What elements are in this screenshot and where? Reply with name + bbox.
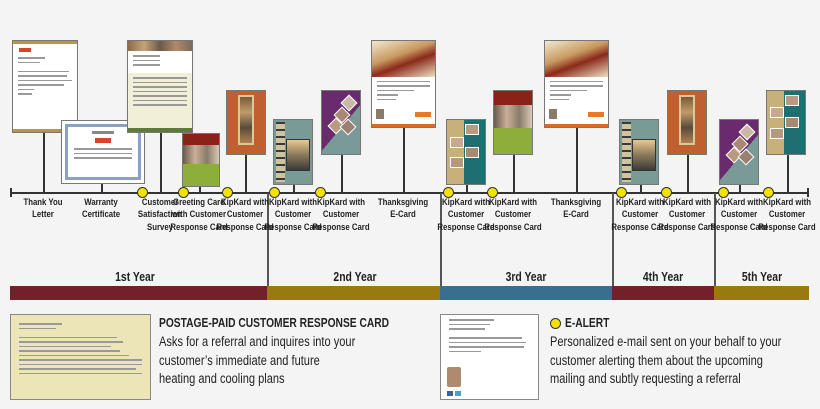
ealert-line: mailing and subtly requesting a referral [550, 371, 741, 386]
thumbnail-kipkard-purple [719, 119, 759, 185]
ealert-dot [178, 187, 189, 198]
ealert-dot [661, 187, 672, 198]
event-stem [43, 133, 45, 192]
ealert-email-thumbnail [440, 314, 539, 400]
event-stem [513, 155, 515, 192]
axis-start-tick [10, 188, 12, 197]
event-label: KipKard with Customer Response Card [484, 197, 542, 233]
response-card-line: Asks for a referral and inquires into yo… [159, 334, 356, 349]
event-label: KipKard with Customer Response Card [611, 197, 669, 233]
facebook-icon [447, 391, 453, 396]
year-divider [714, 193, 716, 299]
year-label-3: 3rd Year [505, 269, 547, 284]
response-card-title: POSTAGE-PAID CUSTOMER RESPONSE CARD [159, 316, 390, 330]
thumbnail-kipkard-teal [446, 119, 486, 185]
event-stem [101, 184, 103, 192]
thumbnail-kipkard-teal [766, 90, 806, 155]
response-card-line: customer’s immediate and future [159, 352, 320, 368]
year-label-2: 2nd Year [333, 269, 377, 284]
axis-end-tick [807, 188, 809, 197]
ealert-dot [763, 187, 774, 198]
year-bar-2 [267, 286, 440, 300]
event-label: Warranty Certificate [81, 197, 121, 221]
year-divider [440, 193, 442, 299]
event-label: Thanksgiving E-Card [550, 197, 602, 221]
thumbnail-thanksgiving-ecard [544, 40, 609, 128]
year-label-4: 4th Year [642, 269, 684, 284]
event-stem [341, 155, 343, 192]
thumbnail-kipkard-film [619, 119, 659, 185]
thumbnail-kipkard-orange [226, 90, 266, 155]
year-label-5: 5th Year [741, 269, 783, 284]
thumbnail-survey [127, 40, 193, 133]
thumbnail-kipkard-orange [667, 90, 707, 155]
thumbnail-kipkard-film [273, 119, 313, 185]
timeline-axis [10, 192, 808, 194]
ealert-dot [616, 187, 627, 198]
ealert-description: Personalized e-mail sent on your behalf … [550, 333, 781, 389]
event-label: Customer Satisfaction Survey [137, 197, 183, 233]
thumbnail-greeting-card-green [493, 90, 533, 155]
year-bar-4 [612, 286, 714, 300]
ealert-dot [487, 187, 498, 198]
event-label: KipKard with Customer Response Card [216, 197, 274, 233]
thumbnail-thanksgiving-ecard [371, 40, 436, 128]
thumbnail-kipkard-purple [321, 90, 361, 155]
year-bar-3 [440, 286, 612, 300]
ealert-dot [315, 187, 326, 198]
year-bar-1 [10, 286, 267, 300]
event-stem [576, 128, 578, 192]
twitter-icon [455, 391, 461, 396]
event-stem [687, 155, 689, 192]
event-label: KipKard with Customer Response Card [312, 197, 370, 233]
ealert-title: E-ALERT [565, 316, 610, 330]
ealert-dot [718, 187, 729, 198]
event-label: Thanksgiving E-Card [377, 197, 429, 221]
ealert-legend-dot [550, 318, 561, 329]
event-label: KipKard with Customer Response Card [437, 197, 495, 233]
year-label-1: 1st Year [115, 269, 155, 284]
event-stem [403, 128, 405, 192]
event-stem [739, 185, 741, 192]
event-stem [293, 185, 295, 192]
response-card-description: Asks for a referral and inquires into yo… [159, 333, 355, 389]
thumbnail-greeting-card-green [182, 133, 220, 187]
response-card-line: heating and cooling plans [159, 371, 285, 386]
ealert-dot [269, 187, 280, 198]
event-label: Greeting Card with Customer Response Car… [170, 197, 228, 233]
event-stem [787, 155, 789, 192]
year-divider [267, 193, 269, 299]
event-label: KipKard with Customer Response Card [264, 197, 322, 233]
ealert-line: customer alerting them about the upcomin… [550, 352, 763, 368]
year-bar-5 [714, 286, 809, 300]
event-label: Thank You Letter [23, 197, 63, 221]
sender-photo [447, 367, 461, 387]
event-stem [160, 133, 162, 192]
event-stem [466, 185, 468, 192]
ealert-dot [222, 187, 233, 198]
event-label: KipKard with Customer Response Card [658, 197, 716, 233]
ealert-line: Personalized e-mail sent on your behalf … [550, 334, 782, 349]
event-stem [245, 155, 247, 192]
thumbnail-letter [12, 40, 78, 133]
event-label: KipKard with Customer Response Card [758, 197, 816, 233]
ealert-dot [137, 187, 148, 198]
response-card-thumbnail [10, 314, 151, 400]
ealert-dot [443, 187, 454, 198]
event-stem [199, 187, 201, 192]
event-stem [640, 185, 642, 192]
year-divider [612, 193, 614, 299]
event-label: KipKard with Customer Response Card [710, 197, 768, 233]
